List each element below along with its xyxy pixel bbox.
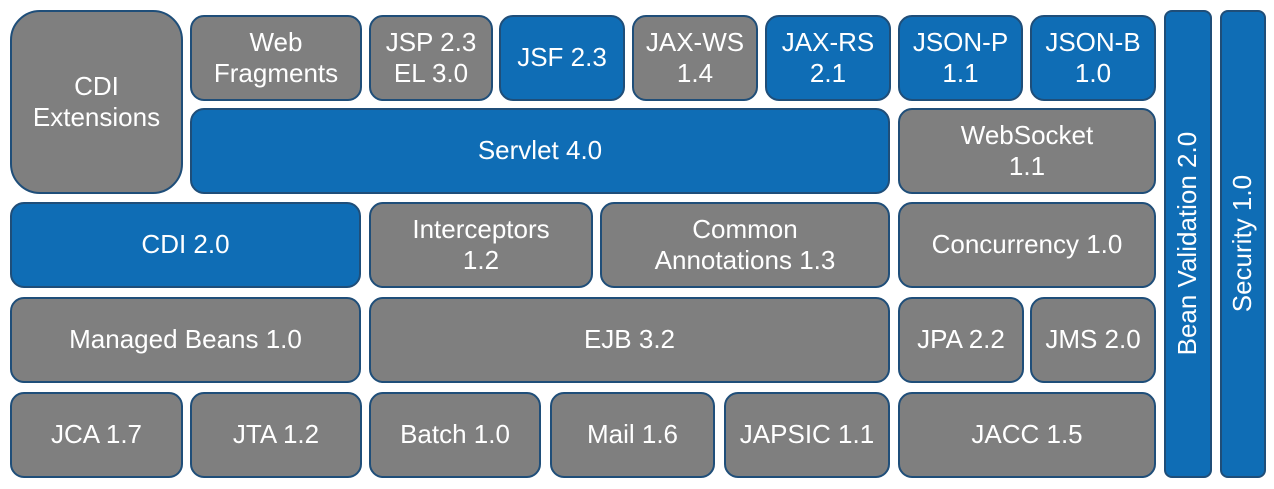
interceptors-box: Interceptors 1.2 bbox=[369, 202, 593, 288]
jsf-box: JSF 2.3 bbox=[499, 15, 625, 101]
cdi-box: CDI 2.0 bbox=[10, 202, 361, 288]
jpa-label: JPA 2.2 bbox=[917, 324, 1005, 355]
concurrency-box: Concurrency 1.0 bbox=[898, 202, 1156, 288]
jsp-el-box: JSP 2.3 EL 3.0 bbox=[369, 15, 493, 101]
json-p-box: JSON-P 1.1 bbox=[898, 15, 1023, 101]
batch-box: Batch 1.0 bbox=[369, 392, 541, 478]
jax-rs-box: JAX-RS 2.1 bbox=[765, 15, 891, 101]
servlet-label: Servlet 4.0 bbox=[477, 135, 603, 166]
security-label: Security 1.0 bbox=[1227, 175, 1258, 313]
web-fragments-box: Web Fragments bbox=[190, 15, 362, 101]
jca-label: JCA 1.7 bbox=[50, 419, 143, 450]
web-fragments-label: Web Fragments bbox=[213, 26, 339, 88]
jta-box: JTA 1.2 bbox=[190, 392, 362, 478]
json-b-label: JSON-B 1.0 bbox=[1045, 26, 1141, 88]
jax-rs-label: JAX-RS 2.1 bbox=[781, 26, 875, 88]
cdi-extensions-box: CDI Extensions bbox=[10, 10, 183, 194]
security-box: Security 1.0 bbox=[1220, 10, 1266, 478]
batch-label: Batch 1.0 bbox=[400, 419, 510, 450]
jca-box: JCA 1.7 bbox=[10, 392, 183, 478]
interceptors-label: Interceptors 1.2 bbox=[412, 213, 550, 275]
jsp-el-label: JSP 2.3 EL 3.0 bbox=[385, 26, 477, 88]
cdi-extensions-label: CDI Extensions bbox=[32, 70, 161, 132]
jpa-box: JPA 2.2 bbox=[898, 297, 1024, 383]
cdi-label: CDI 2.0 bbox=[141, 229, 230, 260]
jta-label: JTA 1.2 bbox=[232, 419, 320, 450]
mail-box: Mail 1.6 bbox=[550, 392, 715, 478]
managed-beans-box: Managed Beans 1.0 bbox=[10, 297, 361, 383]
servlet-box: Servlet 4.0 bbox=[190, 108, 890, 194]
managed-beans-label: Managed Beans 1.0 bbox=[69, 324, 302, 355]
bean-validation-label: Bean Validation 2.0 bbox=[1172, 132, 1203, 356]
jax-ws-box: JAX-WS 1.4 bbox=[632, 15, 758, 101]
json-p-label: JSON-P 1.1 bbox=[912, 26, 1009, 88]
websocket-box: WebSocket 1.1 bbox=[898, 108, 1156, 194]
jms-box: JMS 2.0 bbox=[1030, 297, 1156, 383]
common-annotations-label: Common Annotations 1.3 bbox=[654, 213, 836, 275]
jacc-label: JACC 1.5 bbox=[971, 419, 1083, 450]
jms-label: JMS 2.0 bbox=[1045, 324, 1141, 355]
jacc-box: JACC 1.5 bbox=[898, 392, 1156, 478]
json-b-box: JSON-B 1.0 bbox=[1030, 15, 1156, 101]
jax-ws-label: JAX-WS 1.4 bbox=[645, 26, 745, 88]
ejb-label: EJB 3.2 bbox=[583, 324, 676, 355]
japsic-label: JAPSIC 1.1 bbox=[739, 419, 875, 450]
websocket-label: WebSocket 1.1 bbox=[960, 119, 1094, 181]
jsf-label: JSF 2.3 bbox=[517, 42, 607, 73]
bean-validation-box: Bean Validation 2.0 bbox=[1164, 10, 1212, 478]
ejb-box: EJB 3.2 bbox=[369, 297, 890, 383]
mail-label: Mail 1.6 bbox=[586, 419, 679, 450]
japsic-box: JAPSIC 1.1 bbox=[724, 392, 890, 478]
common-annotations-box: Common Annotations 1.3 bbox=[600, 202, 890, 288]
concurrency-label: Concurrency 1.0 bbox=[931, 229, 1123, 260]
